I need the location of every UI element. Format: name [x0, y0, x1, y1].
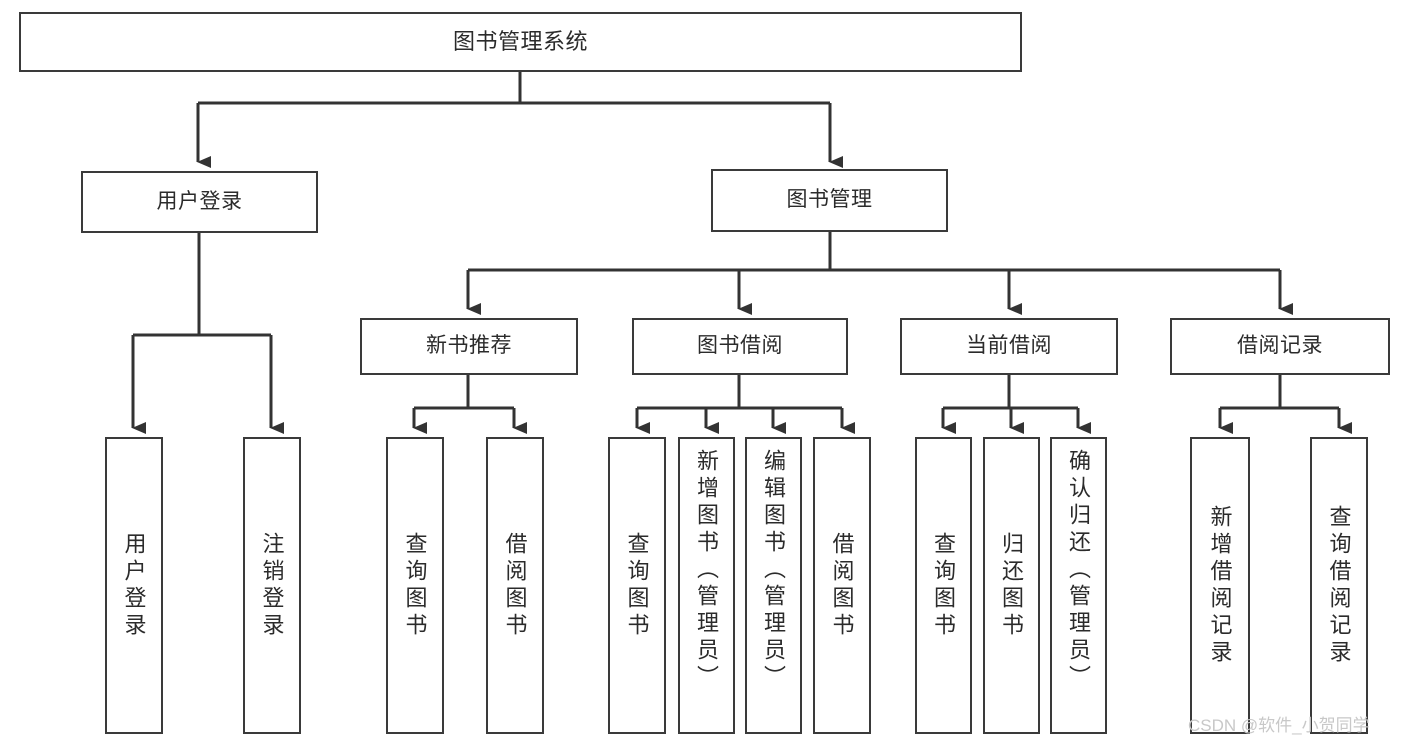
leaf-borrow-record-query-record[interactable]: 查询借阅记录	[1310, 437, 1368, 734]
node-label: 图书借阅	[697, 334, 783, 358]
node-label: 图书管理系统	[452, 29, 588, 55]
node-new-book-recommend[interactable]: 新书推荐	[360, 318, 578, 375]
node-label: 归还图书	[999, 531, 1025, 640]
leaf-borrow-record-add-record[interactable]: 新增借阅记录	[1190, 437, 1250, 734]
node-label: 新增图书（管理员）	[694, 449, 720, 692]
leaf-user-login-signout[interactable]: 注销登录	[243, 437, 301, 734]
node-user-login[interactable]: 用户登录	[81, 171, 318, 233]
leaf-book-borrow-query-books[interactable]: 查询图书	[608, 437, 666, 734]
node-label: 借阅记录	[1237, 334, 1323, 358]
leaf-book-borrow-add-book-admin[interactable]: 新增图书（管理员）	[678, 437, 735, 734]
node-label: 借阅图书	[502, 531, 528, 640]
node-label: 注销登录	[259, 531, 285, 640]
node-book-management[interactable]: 图书管理	[711, 169, 948, 232]
node-label: 当前借阅	[966, 334, 1052, 358]
node-label: 新书推荐	[426, 334, 512, 358]
node-root-book-management-system[interactable]: 图书管理系统	[19, 12, 1022, 72]
leaf-new-book-borrow-books[interactable]: 借阅图书	[486, 437, 544, 734]
node-label: 确认归还（管理员）	[1066, 449, 1092, 692]
node-current-borrow[interactable]: 当前借阅	[900, 318, 1118, 375]
node-label: 查询图书	[624, 531, 650, 640]
node-label: 查询图书	[931, 531, 957, 640]
node-label: 用户登录	[156, 189, 243, 213]
node-book-borrow[interactable]: 图书借阅	[632, 318, 848, 375]
node-borrow-record[interactable]: 借阅记录	[1170, 318, 1390, 375]
node-label: 借阅图书	[829, 531, 855, 640]
node-label: 用户登录	[121, 531, 147, 640]
leaf-new-book-query-books[interactable]: 查询图书	[386, 437, 444, 734]
csdn-watermark: CSDN @软件_小贺同学	[1188, 716, 1370, 735]
leaf-book-borrow-edit-book-admin[interactable]: 编辑图书（管理员）	[745, 437, 802, 734]
leaf-current-borrow-query-books[interactable]: 查询图书	[915, 437, 972, 734]
leaf-book-borrow-borrow-books[interactable]: 借阅图书	[813, 437, 871, 734]
node-label: 查询图书	[402, 531, 428, 640]
node-label: 新增借阅记录	[1207, 504, 1233, 667]
node-label: 编辑图书（管理员）	[761, 449, 787, 692]
node-label: 查询借阅记录	[1326, 504, 1352, 667]
leaf-current-borrow-return-books[interactable]: 归还图书	[983, 437, 1040, 734]
leaf-current-borrow-confirm-return-admin[interactable]: 确认归还（管理员）	[1050, 437, 1107, 734]
leaf-user-login-signin[interactable]: 用户登录	[105, 437, 163, 734]
node-label: 图书管理	[786, 188, 873, 212]
